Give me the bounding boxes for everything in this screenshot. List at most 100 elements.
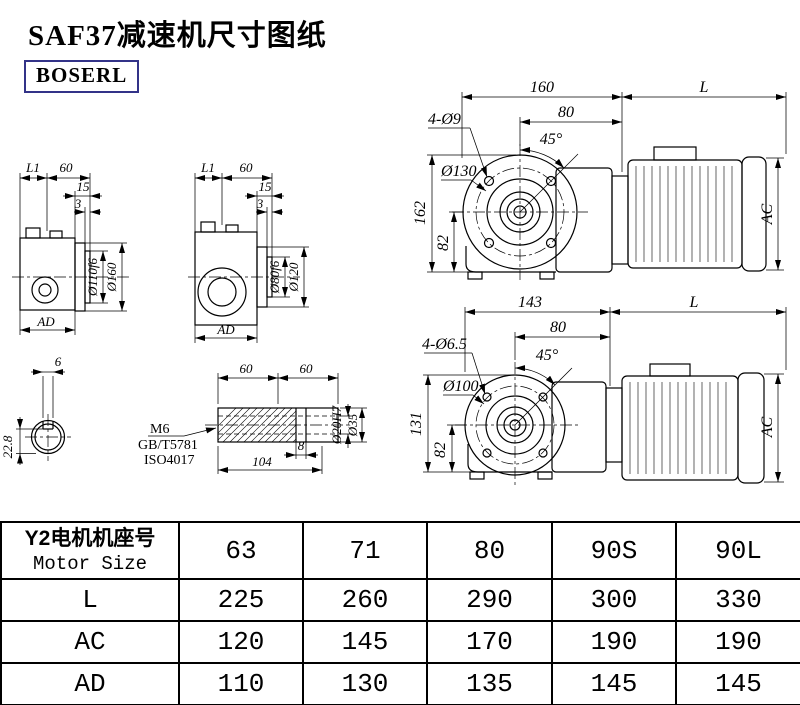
cell-AD-80: 135: [426, 662, 553, 705]
gear-housing-side: [551, 381, 607, 473]
motor-fins: [635, 166, 733, 262]
standard-iso: ISO4017: [144, 453, 195, 468]
col-71: 71: [302, 521, 428, 580]
dim-base: 82: [435, 235, 452, 251]
motor-size-table: Y2电机机座号 Motor Size 63 71 80 90S 90L L 22…: [0, 521, 800, 705]
flange-spigot: [84, 250, 91, 304]
table-header-row: Y2电机机座号 Motor Size 63 71 80 90S 90L: [0, 521, 800, 580]
dim-spigot-dia: Ø80f6: [267, 260, 282, 294]
dim-bolt-holes: 4-Ø6.5: [422, 336, 467, 353]
col-63: 63: [178, 521, 304, 580]
dim-height: 162: [412, 201, 429, 225]
dim-3: 3: [256, 196, 264, 211]
dimension-lines: [427, 92, 787, 273]
hollow-shaft-section: 60 60 M6 GB/T5781 ISO4017 8 104 Ø20H7 Ø3…: [138, 361, 367, 474]
dim-60: 60: [60, 160, 74, 175]
dim-flange-dia: Ø120: [286, 262, 301, 292]
dim-104: 104: [252, 454, 272, 469]
cell-AD-71: 130: [302, 662, 428, 705]
dim-bore-dia: Ø20H7: [329, 405, 344, 445]
dimension-lines: [194, 173, 309, 343]
dim-60: 60: [240, 160, 254, 175]
bolt-hole: [483, 175, 495, 187]
dim-height: 131: [408, 412, 425, 436]
dim-key-depth: 22.8: [0, 435, 15, 458]
bolt-circle: [475, 385, 555, 465]
housing-base: [467, 444, 552, 473]
page-title: SAF37减速机尺寸图纸: [28, 20, 327, 52]
fan-cowl: [737, 372, 765, 484]
bolt-hole: [538, 448, 548, 458]
cell-AC-80: 170: [426, 620, 553, 664]
dimension-lines: [423, 307, 787, 483]
thread-callout: M6: [150, 422, 169, 437]
flange-spigot: [266, 256, 273, 298]
dim-bolt-circle: Ø130: [440, 163, 477, 180]
header-en: Motor Size: [32, 552, 148, 575]
terminal-box: [649, 363, 691, 377]
row-label-AD: AD: [0, 662, 180, 705]
dim-L: L: [689, 294, 699, 311]
dim-bolt-holes: 4-Ø9: [428, 111, 461, 128]
dim-AC: AC: [759, 203, 776, 225]
dim-L1: L1: [200, 160, 215, 175]
table-row-AC: AC 120 145 170 190 190: [0, 620, 800, 664]
col-90L: 90L: [675, 521, 800, 580]
shaft-circle: [30, 419, 66, 455]
dim-AC: AC: [759, 416, 776, 438]
standard-gb: GB/T5781: [138, 438, 198, 453]
dim-width: 143: [518, 294, 542, 311]
dim-spigot-dia: Ø110f6: [85, 257, 100, 297]
dim-60b: 60: [300, 361, 314, 376]
bolt-circle: [475, 167, 565, 257]
dim-AD: AD: [36, 314, 55, 329]
dim-half-width: 80: [550, 319, 566, 336]
cell-AD-90S: 145: [551, 662, 677, 705]
dim-15: 15: [77, 179, 91, 194]
dim-width: 160: [530, 79, 554, 96]
dim-60a: 60: [240, 361, 254, 376]
cell-AC-90S: 190: [551, 620, 677, 664]
col-80: 80: [426, 521, 553, 580]
row-label-AC: AC: [0, 620, 180, 664]
bearing-boss: [31, 276, 59, 304]
dim-base: 82: [432, 442, 449, 458]
dim-key-width: 6: [55, 354, 62, 369]
motor-adapter: [611, 175, 629, 265]
cell-AC-71: 145: [302, 620, 428, 664]
dim-8: 8: [298, 438, 305, 453]
bolt-hole: [545, 237, 557, 249]
dim-angle: 45°: [540, 131, 563, 148]
table-row-AD: AD 110 130 135 145 145: [0, 662, 800, 705]
shaft-end-view: 6 22.8: [0, 354, 71, 465]
gearmotor-front-view-1: 160 L 4-Ø9 80 45° Ø130 162 82 AC: [412, 79, 787, 280]
bolt-hole: [482, 448, 492, 458]
dim-outer-dia: Ø35: [345, 413, 360, 437]
motor-body: [621, 375, 739, 481]
dim-flange-dia: Ø160: [104, 262, 119, 292]
bolt-hole: [545, 175, 557, 187]
dim-3: 3: [74, 196, 82, 211]
dim-bolt-circle: Ø100: [442, 378, 479, 395]
gear-unit-side-view-1: L1 60 15 3 Ø110f6 Ø160 AD: [12, 160, 130, 335]
dimension-lines: [16, 369, 65, 465]
cell-L-63: 225: [178, 578, 304, 622]
row-label-L: L: [0, 578, 180, 622]
motor-adapter: [605, 387, 623, 463]
cell-AC-63: 120: [178, 620, 304, 664]
motor-fins: [629, 382, 727, 474]
gear-housing-side: [555, 167, 613, 273]
cell-L-80: 290: [426, 578, 553, 622]
cell-L-71: 260: [302, 578, 428, 622]
bolt-hole: [482, 392, 492, 402]
dim-L: L: [699, 79, 709, 96]
cell-AC-90L: 190: [675, 620, 800, 664]
bolt-hole: [483, 237, 495, 249]
cell-L-90S: 300: [551, 578, 677, 622]
dim-angle: 45°: [536, 347, 559, 364]
gearmotor-front-view-2: 143 L 4-Ø6.5 80 45° Ø100 131 82 AC: [408, 294, 787, 488]
col-90S: 90S: [551, 521, 677, 580]
dim-AD: AD: [216, 322, 235, 337]
gear-unit-side-view-2: L1 60 15 3 Ø80f6 Ø120 AD: [188, 160, 309, 343]
dim-half-width: 80: [558, 104, 574, 121]
